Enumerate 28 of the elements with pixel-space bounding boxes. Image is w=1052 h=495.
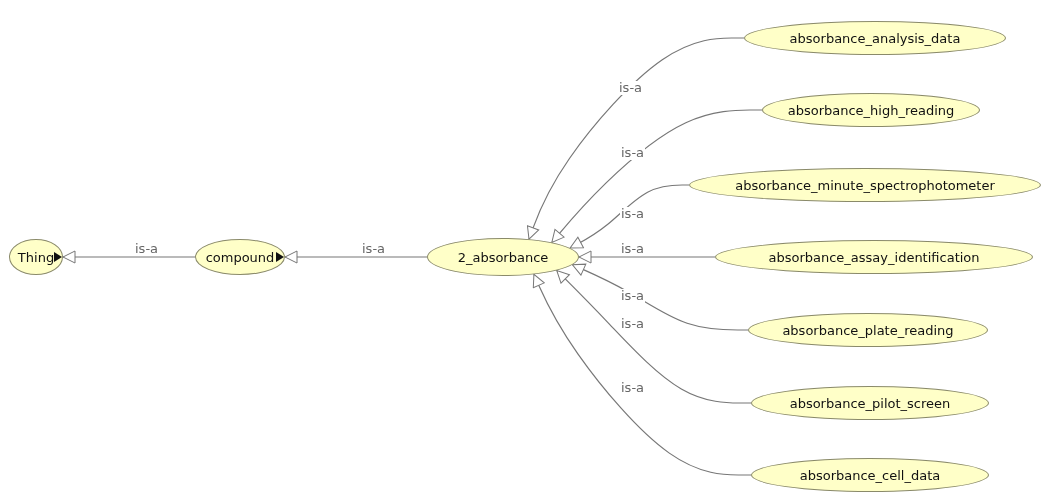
edge-label: is-a: [620, 242, 646, 256]
edge-label: is-a: [620, 317, 646, 331]
edge-label: is-a: [620, 146, 646, 160]
node-label: absorbance_analysis_data: [789, 30, 961, 46]
is-a-arrow: [526, 37, 745, 240]
node-label: Thing: [17, 249, 55, 265]
edge-label: is-a: [618, 81, 644, 95]
is-a-arrow: [578, 250, 716, 264]
is-a-arrow: [556, 269, 752, 404]
node-label: absorbance_cell_data: [799, 467, 941, 483]
is-a-arrow: [284, 250, 428, 264]
edge-label: is-a: [361, 242, 387, 256]
node-label: absorbance_pilot_screen: [789, 395, 951, 411]
is-a-arrow: [551, 109, 763, 244]
edge-label: is-a: [134, 242, 160, 256]
is-a-arrow: [62, 250, 196, 264]
node-label: compound: [205, 249, 275, 265]
node-label: absorbance_assay_identification: [768, 249, 980, 265]
class-ellipse: [9, 239, 63, 275]
is-a-arrow: [569, 184, 690, 249]
class-ellipse: [427, 238, 579, 276]
node-label: absorbance_plate_reading: [782, 322, 954, 338]
node-label: absorbance_minute_spectrophotometer: [735, 177, 995, 193]
node-label: absorbance_high_reading: [787, 102, 955, 118]
edge-label: is-a: [620, 289, 646, 303]
node-label: 2_absorbance: [457, 249, 549, 265]
edge-label: is-a: [620, 207, 646, 221]
edge-label: is-a: [620, 381, 646, 395]
